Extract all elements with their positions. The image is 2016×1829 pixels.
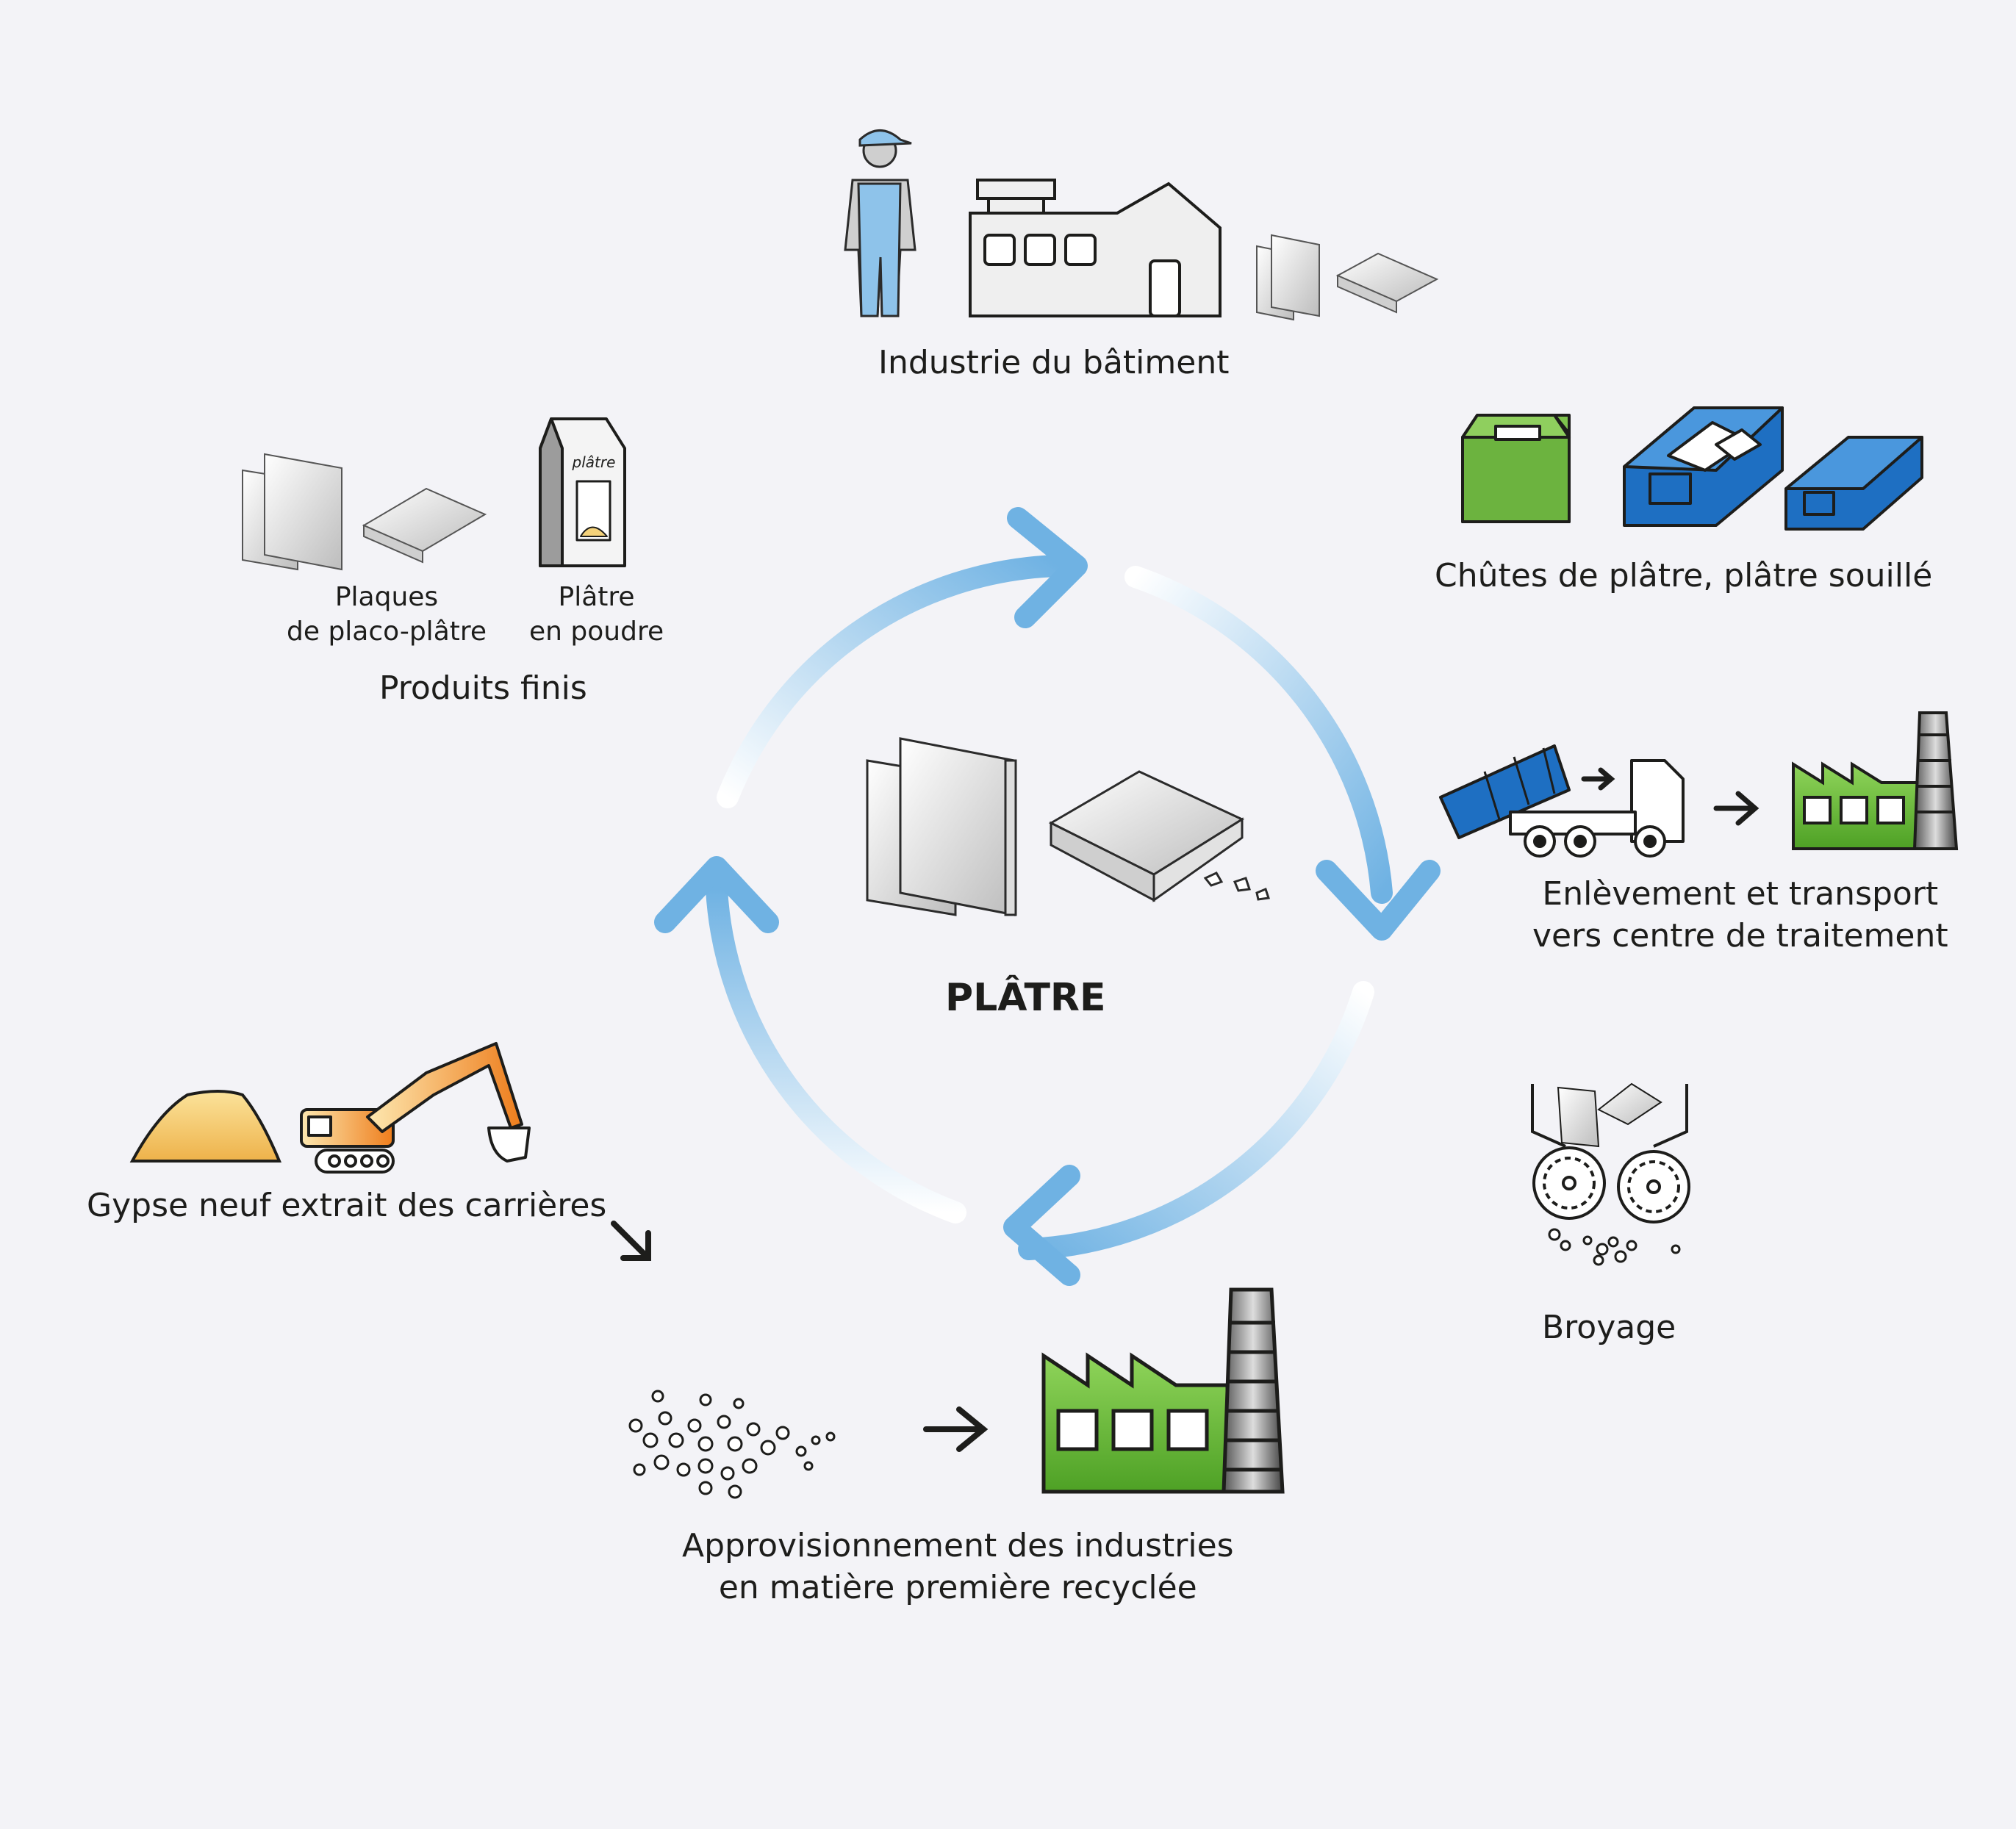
label-poudre-line2: en poudre: [529, 616, 664, 647]
label-gypse: Gypse neuf extrait des carrières: [87, 1187, 607, 1224]
bag-label: plâtre: [572, 453, 616, 471]
cycle-arrow-bottom: [1018, 981, 1374, 1260]
plasterboard-icon: [242, 453, 487, 571]
label-poudre-line1: Plâtre: [558, 582, 635, 612]
green-bin-icon: [1461, 414, 1571, 523]
label-industrie-batiment: Industrie du bâtiment: [878, 344, 1230, 381]
plasterboard-icon: [1256, 234, 1439, 321]
arrowhead-left: [654, 856, 779, 933]
worker-icon: [844, 129, 916, 317]
truck-icon: [1439, 744, 1685, 858]
label-appro-line2: en matière première recyclée: [718, 1569, 1197, 1607]
label-transport-line2: vers centre de traitement: [1532, 917, 1948, 955]
label-plaques: Plaques de placo-plâtre: [287, 581, 487, 650]
arrowhead-right: [1316, 860, 1441, 941]
cycle-arrow-right: [1124, 566, 1393, 904]
label-plaques-line1: Plaques: [334, 582, 439, 612]
label-produits-finis: Produits finis: [379, 669, 587, 707]
label-approvisionnement: Approvisionnement des industries en mati…: [682, 1525, 1234, 1609]
gravel-icon: [628, 1390, 836, 1499]
label-transport-line1: Enlèvement et transport: [1542, 875, 1939, 913]
plaster-bag-icon: plâtre: [539, 417, 626, 567]
plasterboard-icon: [866, 737, 1270, 916]
excavator-icon: [300, 1042, 531, 1174]
arrow-icon: [611, 1221, 651, 1261]
cycle-arrow-top: [717, 555, 1069, 808]
gravel-icon: [1548, 1228, 1681, 1266]
blue-dumpster-icon: [1623, 406, 1784, 527]
arrow-icon: [923, 1406, 989, 1452]
label-appro-line1: Approvisionnement des industries: [682, 1527, 1234, 1564]
cycle-arrow-left: [706, 878, 966, 1223]
label-transport: Enlèvement et transport vers centre de t…: [1532, 873, 1948, 957]
center-title: PLÂTRE: [945, 976, 1106, 1020]
gypsum-pile-icon: [129, 1090, 282, 1163]
crusher-icon: [1531, 1082, 1690, 1223]
cycle-arrows: [654, 507, 1441, 1286]
label-broyage: Broyage: [1542, 1309, 1676, 1346]
blue-dumpster-icon: [1784, 436, 1923, 531]
label-plaques-line2: de placo-plâtre: [287, 616, 487, 647]
label-chutes: Chûtes de plâtre, plâtre souillé: [1435, 557, 1933, 594]
arrowhead-top: [1007, 507, 1088, 628]
factory-icon: [1041, 1287, 1285, 1494]
arrow-icon: [1581, 767, 1759, 826]
arrowhead-bottom: [1003, 1165, 1080, 1286]
building-icon: [969, 179, 1222, 317]
factory-icon: [1792, 711, 1959, 850]
label-platre-poudre: Plâtre en poudre: [529, 581, 664, 650]
